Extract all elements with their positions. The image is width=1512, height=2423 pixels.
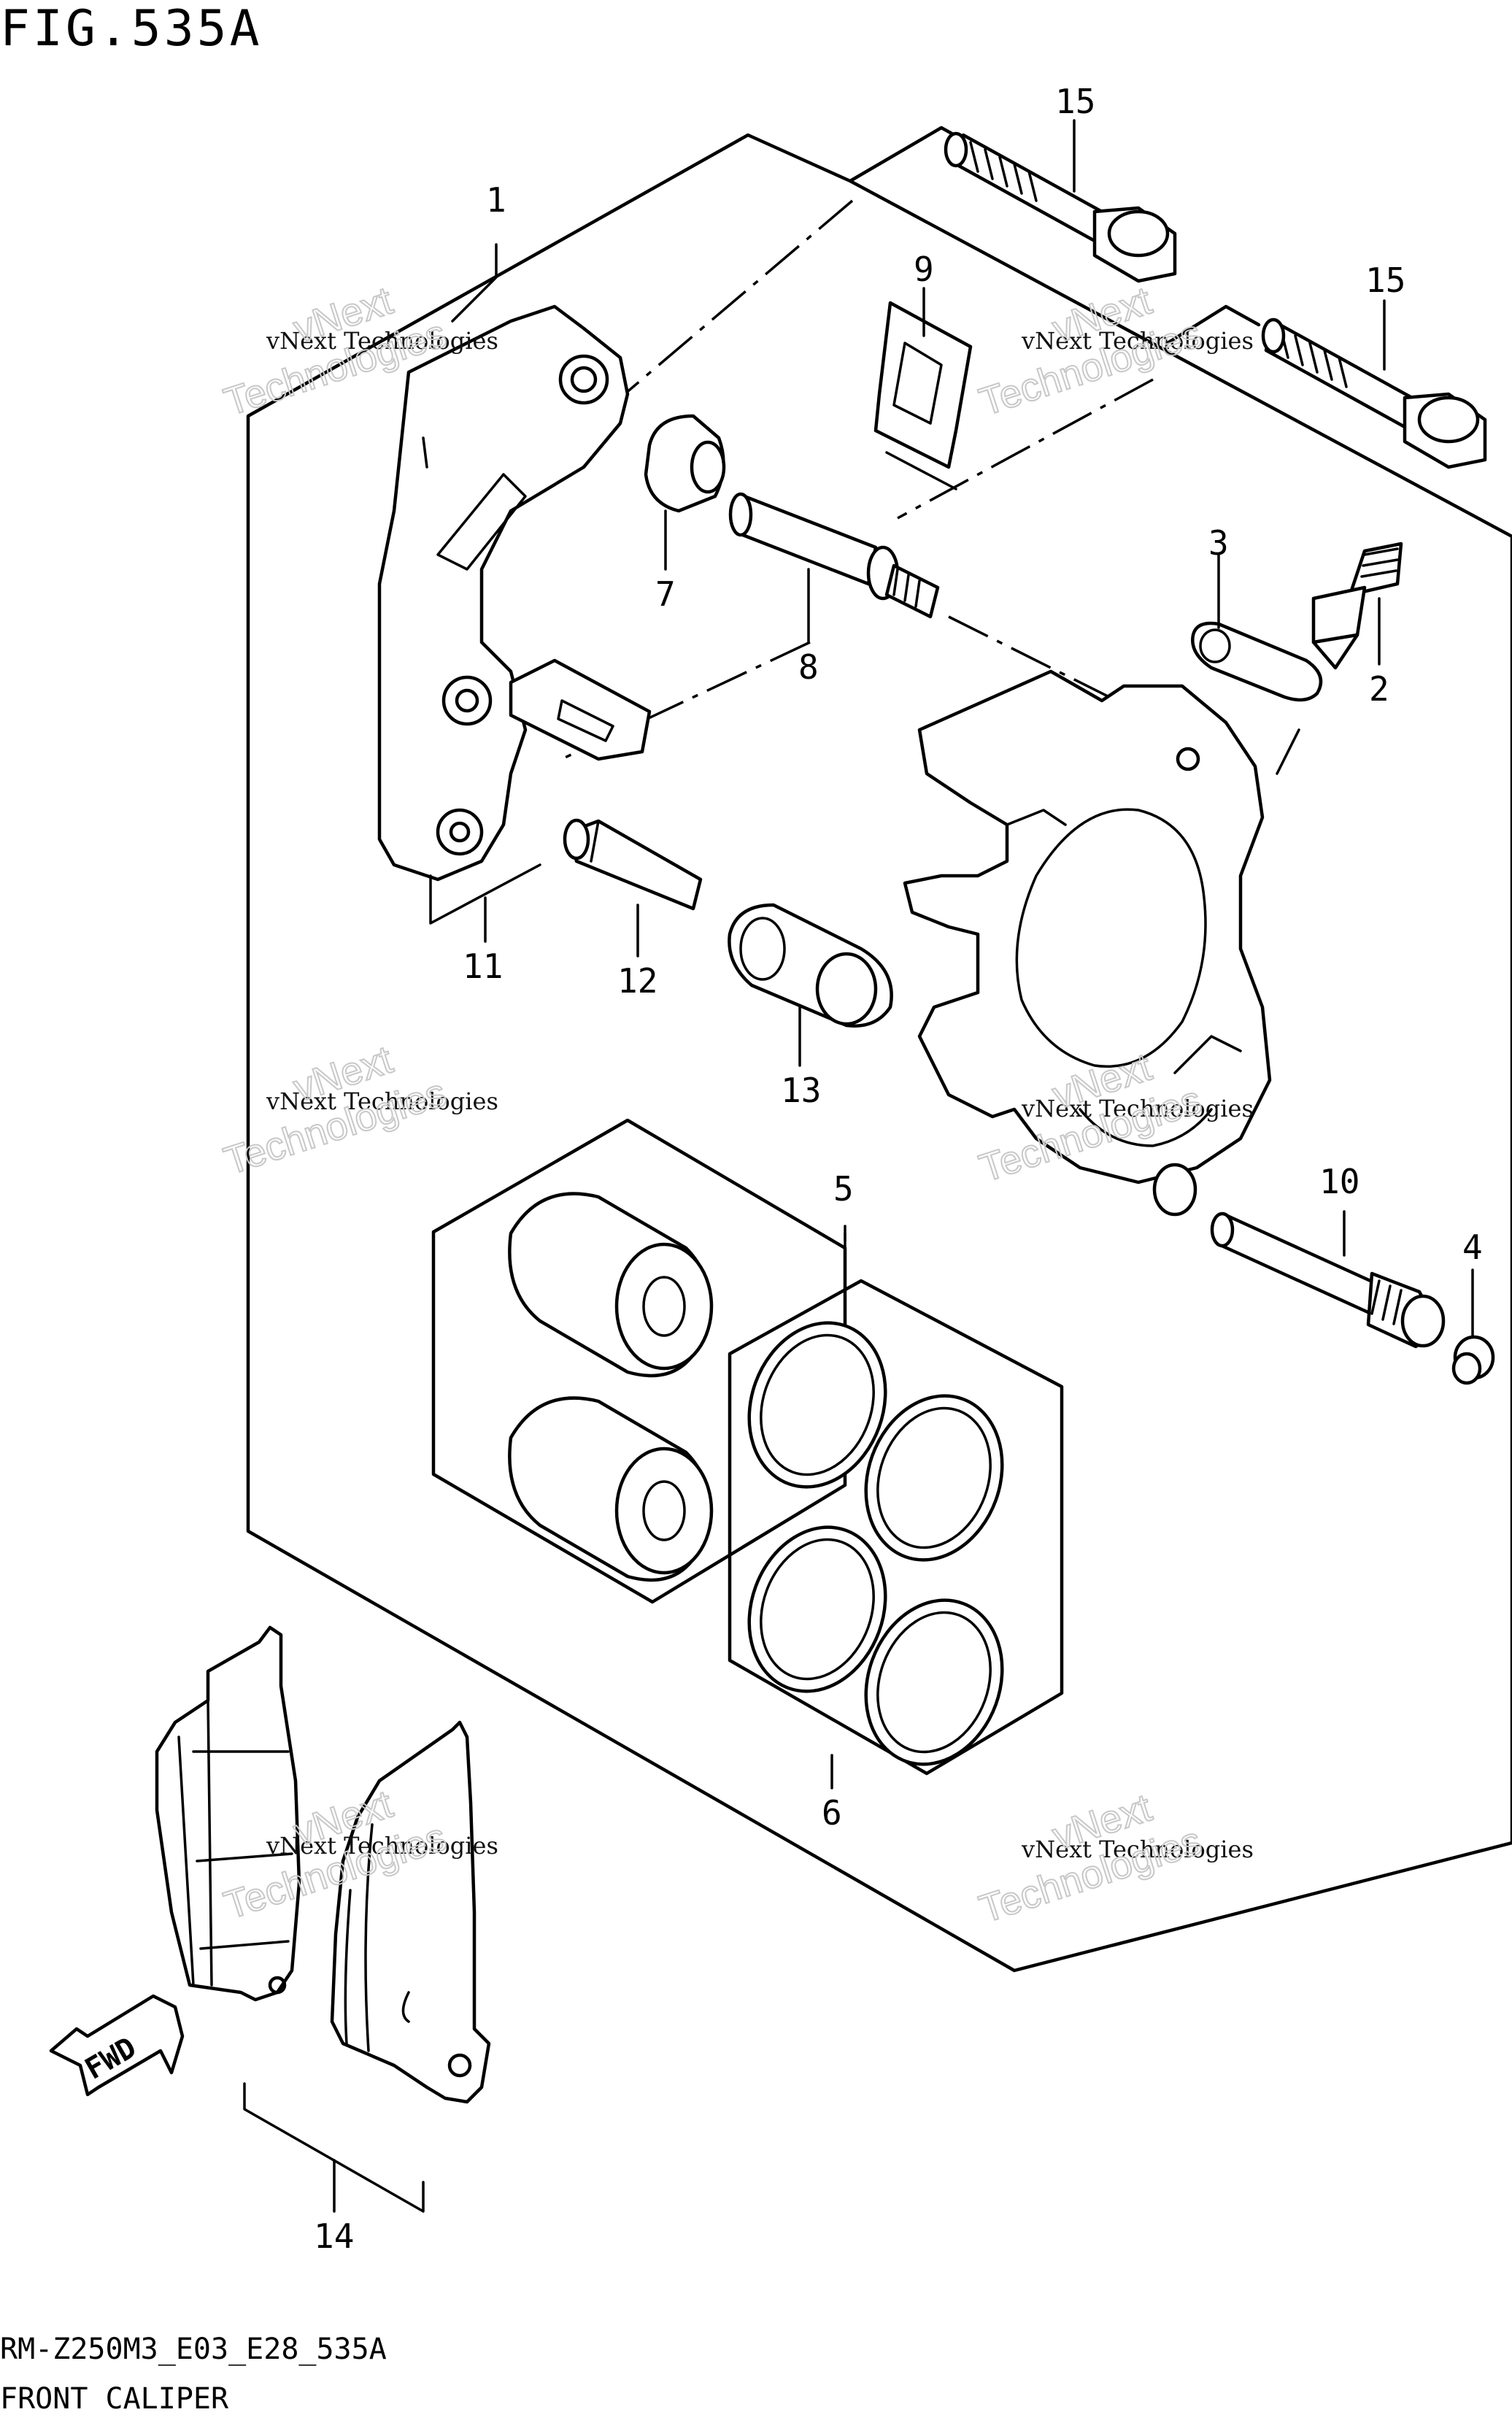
frame-right-line (1165, 304, 1261, 345)
fwd-arrow-icon: FWD (49, 1994, 185, 2097)
callout-2: 2 (1369, 669, 1389, 709)
seal-kit-frame (431, 1118, 847, 1604)
callout-11: 11 (463, 947, 503, 986)
brake-pad-front (330, 1720, 491, 2104)
svg-text:vNext Technologies: vNext Technologies (1021, 1095, 1254, 1122)
align-line-4 (948, 615, 1117, 702)
callout-10: 10 (1319, 1162, 1359, 1201)
slide-pin-10-part (1210, 1212, 1446, 1349)
assembly-frame (246, 133, 1512, 1973)
leader-caliper (1276, 728, 1300, 775)
align-line-1 (619, 199, 854, 399)
caliper-body (903, 669, 1272, 1217)
slide-pin-12-part (563, 818, 703, 911)
callout-15a: 15 (1055, 82, 1095, 121)
piston-seals (747, 1321, 1004, 1766)
bleeder-cap-part (1191, 621, 1323, 702)
pin-cap-part (1451, 1335, 1495, 1385)
pad-retainer-part (509, 658, 652, 761)
align-line-2 (897, 378, 1154, 520)
callout-9: 9 (914, 250, 934, 289)
watermark-2: vNext Technologies Technologies vNext (973, 278, 1254, 425)
leader-11-frame (429, 863, 541, 925)
brake-pad-rear (155, 1625, 301, 2002)
callout-8: 8 (798, 647, 819, 687)
slide-pin-8-part (728, 492, 940, 619)
slide-pin-13-part (728, 903, 893, 1028)
callout-13: 13 (781, 1071, 821, 1110)
bleeder-valve-part (1311, 542, 1403, 670)
callout-14: 14 (314, 2216, 354, 2256)
figure-title: FIG.535A (0, 0, 263, 58)
callout-15b: 15 (1365, 261, 1405, 300)
callout-6: 6 (822, 1793, 842, 1833)
svg-text:vNext Technologies: vNext Technologies (266, 327, 498, 355)
caliper-bracket-part (377, 304, 630, 882)
callout-5: 5 (833, 1169, 854, 1209)
boot-part (644, 414, 726, 513)
bolt-15-upper (944, 131, 1177, 283)
watermark-3: vNext Technologies Technologies vNext (218, 1037, 498, 1184)
svg-text:vNext Technologies: vNext Technologies (1021, 327, 1254, 355)
watermark-6: vNext Technologies Technologies vNext (973, 1785, 1254, 1933)
svg-text:vNext Technologies: vNext Technologies (266, 1832, 498, 1860)
callout-12: 12 (617, 961, 657, 1001)
piston-lower (508, 1396, 714, 1582)
svg-text:vNext Technologies: vNext Technologies (1021, 1835, 1254, 1863)
footer-caption: FRONT CALIPER (0, 2382, 229, 2416)
footer-model-code: RM-Z250M3_E03_E28_535A (0, 2333, 387, 2366)
callout-1: 1 (486, 180, 506, 220)
piston-upper (508, 1192, 714, 1378)
callout-3: 3 (1208, 523, 1229, 563)
bolt-15-lower (1261, 317, 1487, 469)
leader-1 (451, 243, 498, 323)
svg-text:vNext Technologies: vNext Technologies (266, 1087, 498, 1115)
piston-seal-frame (728, 1279, 1064, 1776)
pad-spring-part (873, 301, 973, 490)
callout-7: 7 (655, 574, 676, 614)
callout-4: 4 (1462, 1228, 1483, 1267)
